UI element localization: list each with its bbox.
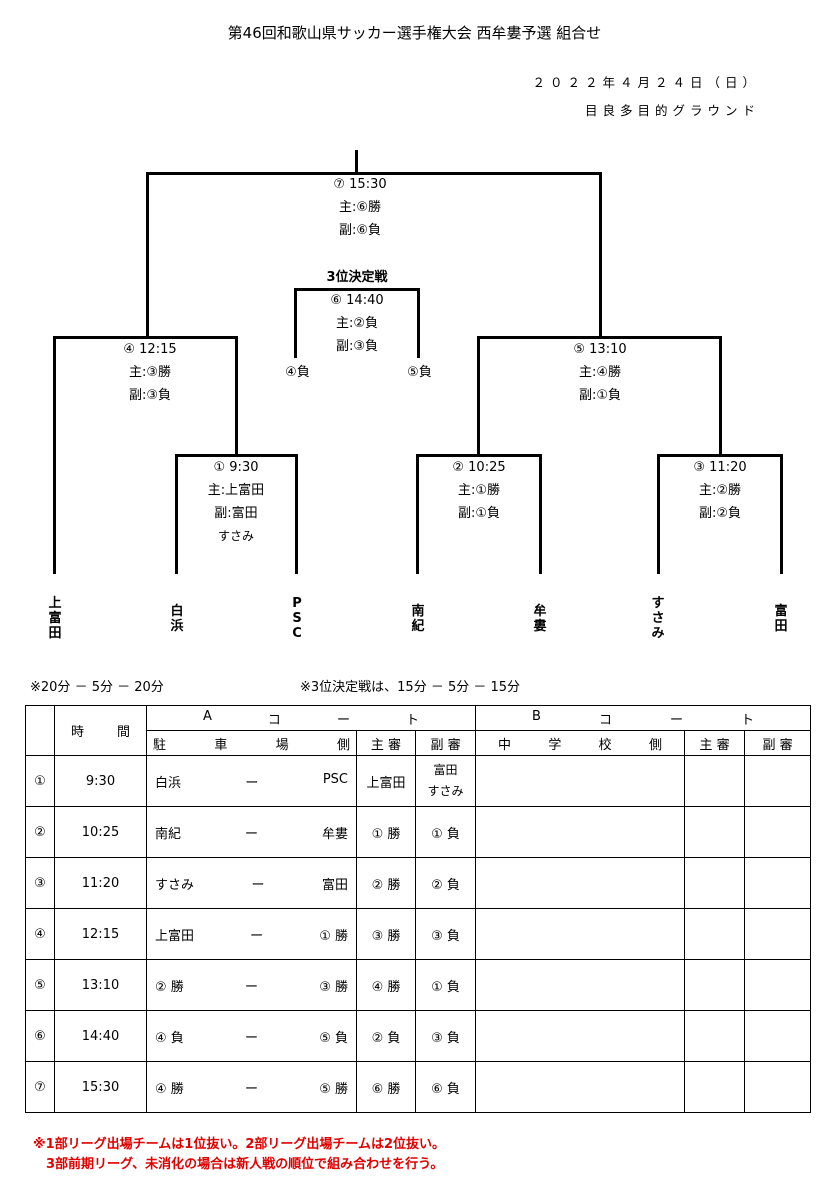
team-shirahama: 白浜 — [170, 604, 184, 634]
third-place-left: ④負 — [285, 365, 310, 380]
match-date: ２０２２年４月２４日（日） — [532, 75, 760, 90]
header-a-side: 駐車場側 — [146, 730, 357, 756]
header-blank — [25, 705, 55, 756]
page-title: 第46回和歌山県サッカー選手権大会 西牟婁予選 組合せ — [227, 24, 602, 42]
header-time: 時間 — [54, 705, 147, 756]
match-7-label: ⑦ 15:30 主:⑥勝 副:⑥負 — [333, 177, 387, 238]
team-nanki: 南紀 — [411, 604, 425, 634]
table-row: ② 10:25 南紀ー牟婁 ① 勝 ① 負 — [25, 806, 812, 858]
table-row: ③ 11:20 すさみー富田 ② 勝 ② 負 — [25, 857, 812, 909]
match-5-label: ⑤ 13:10 主:④勝 副:①負 — [573, 342, 627, 403]
team-tonda: 富田 — [774, 604, 788, 634]
footer-note-1: ※1部リーグ出場チームは1位抜い。2部リーグ出場チームは2位抜い。 — [33, 1137, 446, 1152]
team-muro: 牟婁 — [533, 604, 547, 634]
team-kamitonda: 上富田 — [48, 596, 62, 641]
match-2-label: ② 10:25 主:①勝 副:①負 — [452, 460, 506, 521]
time-note: ※20分 － 5分 － 20分 — [30, 680, 164, 695]
third-place-time-note: ※3位決定戦は、15分 － 5分 － 15分 — [300, 680, 521, 695]
header-b-side: 中学校側 — [475, 730, 686, 756]
header-b-sub-ref: 副 審 — [744, 730, 812, 756]
venue: 目良多目的グラウンド — [584, 103, 760, 118]
team-susami: すさみ — [651, 596, 665, 641]
third-place-right: ⑤負 — [407, 365, 432, 380]
third-place-label: 3位決定戦 ⑥ 14:40 主:②負 副:③負 — [326, 270, 388, 354]
header-a-sub-ref: 副 審 — [414, 730, 477, 756]
match-4-label: ④ 12:15 主:③勝 副:③負 — [123, 342, 177, 403]
footer-note-2: 3部前期リーグ、未消化の場合は新人戦の順位で組み合わせを行う。 — [33, 1157, 444, 1172]
header-a-main-ref: 主 審 — [356, 730, 416, 756]
header-b-main-ref: 主 審 — [684, 730, 746, 756]
match-1-label: ① 9:30 主:上富田 副:富田 すさみ — [207, 460, 265, 543]
match-3-label: ③ 11:20 主:②勝 副:②負 — [693, 460, 747, 521]
